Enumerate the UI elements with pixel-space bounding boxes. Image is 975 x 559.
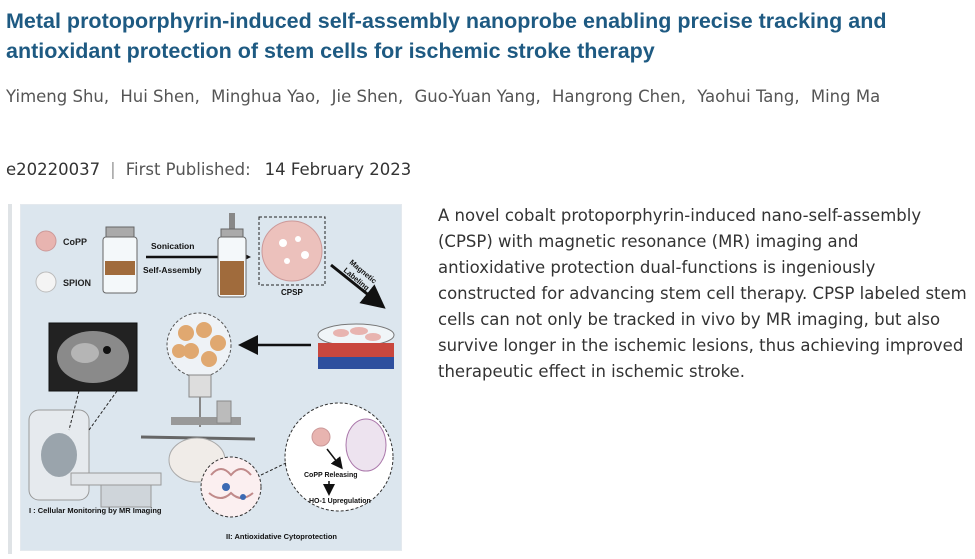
zoom-box <box>258 216 326 286</box>
labeling-arrow-icon <box>330 263 386 309</box>
author-name[interactable]: Hui Shen, <box>120 87 200 106</box>
publication-meta: e20220037 | First Published: 14 February 20… <box>6 157 411 183</box>
cpsp-nanoparticle-icon <box>261 220 323 282</box>
sonication-label: Sonication <box>151 241 194 251</box>
author-name[interactable]: Guo-Yuan Yang, <box>414 87 541 106</box>
cpsp-label: CPSP <box>281 288 303 297</box>
cell-culture-dish-icon <box>317 323 395 369</box>
assembly-vial-icon <box>217 213 247 298</box>
author-name[interactable]: Yimeng Shu, <box>6 87 110 106</box>
spion-particle-icon <box>35 271 57 293</box>
reaction-vial-icon <box>102 226 138 294</box>
meta-separator: | <box>110 160 116 179</box>
brain-section-icon <box>200 456 262 518</box>
monitoring-caption: I : Cellular Monitoring by MR Imaging <box>29 506 162 515</box>
author-name[interactable]: Ming Ma <box>810 87 881 106</box>
author-name[interactable]: Jie Shen, <box>331 87 404 106</box>
cytoprotection-caption: II: Antioxidative Cytoprotection <box>226 532 337 541</box>
graphical-abstract-figure[interactable]: CoPP SPION Sonication Self-Assembly CPSP… <box>20 204 402 551</box>
mri-scanner-icon <box>28 409 162 508</box>
self-assembly-label: Self-Assembly <box>143 265 202 275</box>
copp-particle-icon <box>35 230 57 252</box>
author-list: Yimeng Shu, Hui Shen, Minghua Yao, Jie S… <box>6 83 966 111</box>
abstract-text: A novel cobalt protoporphyrin-induced na… <box>438 206 967 381</box>
author-name[interactable]: Yaohui Tang, <box>697 87 800 106</box>
author-name[interactable]: Minghua Yao, <box>211 87 321 106</box>
article-id: e20220037 <box>6 160 101 179</box>
article-title[interactable]: Metal protoporphyrin-induced self-assemb… <box>6 9 887 63</box>
figure-accent-bar <box>8 204 12 554</box>
copp-releasing-label: CoPP Releasing <box>304 472 358 479</box>
ho1-upregulation-label: HO-1 Upregulation <box>309 498 371 505</box>
copp-legend-label: CoPP <box>63 237 87 247</box>
first-published-date: 14 February 2023 <box>264 160 412 179</box>
first-published-label: First Published: <box>125 160 251 179</box>
author-name[interactable]: Hangrong Chen, <box>551 87 686 106</box>
spion-legend-label: SPION <box>63 278 91 288</box>
graphical-abstract-illustration: CoPP SPION Sonication Self-Assembly CPSP… <box>28 213 395 541</box>
